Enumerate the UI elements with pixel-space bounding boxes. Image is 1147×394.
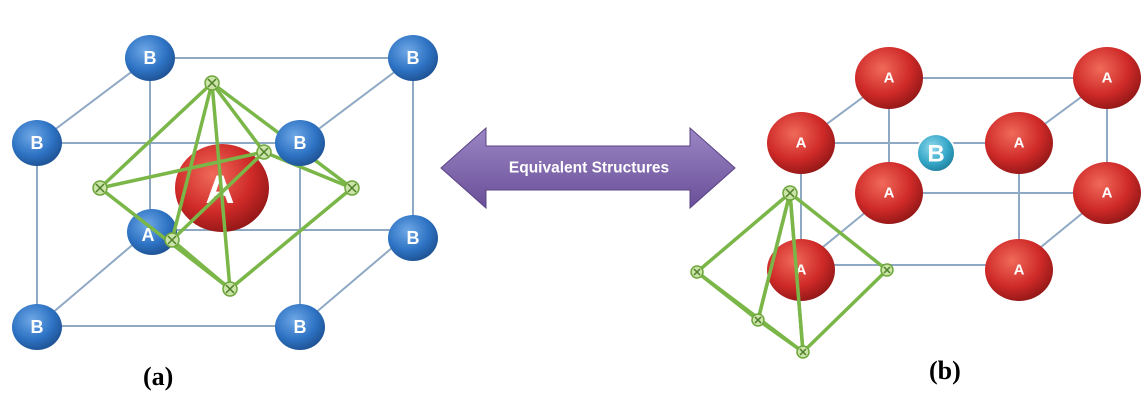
panel-a-caption: (a): [143, 362, 174, 391]
anion-site: [222, 281, 238, 297]
anion-site: [344, 180, 360, 196]
panel-b-caption: (b): [929, 356, 961, 385]
atom-a-front-bottom-right: A: [985, 239, 1053, 301]
anion-site: [690, 265, 704, 279]
atom-label: B: [927, 141, 944, 168]
anion-site: [751, 313, 765, 327]
octahedron-edge: [170, 238, 232, 291]
octahedron-edge: [228, 186, 354, 291]
atom-a-back-bottom-right: A: [1073, 162, 1141, 224]
octahedron-edge: [210, 81, 266, 154]
octahedron-edge: [98, 81, 214, 190]
panel-a-cubic-cell: B B B A A: [12, 35, 438, 350]
anion-site: [164, 232, 180, 248]
atom-label: B: [144, 48, 157, 68]
octahedron-edge: [210, 82, 232, 290]
panel-b-anion-sites: [690, 185, 894, 359]
octahedron-edge: [263, 150, 353, 190]
anion-site: [796, 345, 810, 359]
atom-label: A: [796, 262, 807, 279]
atom-b-front-bottom-right: B: [275, 304, 325, 350]
atom-a-front-bottom-left: A: [767, 239, 835, 301]
octahedron-edge: [801, 268, 889, 354]
atom-b-back-top-left: B: [125, 35, 175, 81]
octahedron-edge: [788, 191, 889, 272]
atom-label: B: [407, 228, 420, 248]
panel-b-octahedron-front: [695, 192, 805, 353]
octahedron-edge: [756, 318, 805, 354]
octahedron-edge: [170, 82, 214, 241]
atom-label: B: [31, 317, 44, 337]
octahedron-edge: [99, 150, 265, 190]
atom-a-front-top-right: A: [985, 112, 1053, 174]
panel-a-octahedron: [98, 81, 354, 291]
atom-b-center: B: [916, 133, 956, 173]
atom-b-back-bottom-right: B: [388, 215, 438, 261]
atom-label: A: [1014, 262, 1025, 279]
atom-label: B: [294, 317, 307, 337]
octahedron-edge: [788, 192, 805, 353]
octahedron-edge: [695, 270, 760, 322]
atom-label: A: [796, 135, 807, 152]
anion-site: [256, 144, 272, 160]
atom-a-front-top-left: A: [767, 112, 835, 174]
atom-a-back-top-right: A: [1073, 47, 1141, 109]
atom-label: A: [884, 70, 895, 87]
octahedron-edge: [170, 150, 266, 242]
atom-b-front-top-right: B: [275, 120, 325, 166]
atom-label: B: [407, 48, 420, 68]
anion-site: [92, 180, 108, 196]
atom-label: A: [884, 185, 895, 202]
octahedron-edge: [756, 192, 792, 321]
panel-a-anion-sites: [92, 75, 360, 297]
edge: [36, 229, 151, 327]
atom-label: A: [1102, 70, 1113, 87]
atom-label: A: [1014, 135, 1025, 152]
atom-a-back-top-left: A: [855, 47, 923, 109]
anion-site: [204, 75, 220, 91]
octahedron-edge: [695, 191, 792, 274]
atom-b-front-bottom-left: B: [12, 304, 62, 350]
atom-label: A: [1102, 185, 1113, 202]
panel-b-cubic-cell: A A A A B A A A: [690, 47, 1141, 359]
atom-b-back-top-right: B: [388, 35, 438, 81]
arrow-label: Equivalent Structures: [509, 160, 669, 177]
atom-label: B: [294, 133, 307, 153]
atom-a-back-bottom-left: A: [855, 162, 923, 224]
anion-site: [880, 263, 894, 277]
atom-label: B: [31, 133, 44, 153]
equivalence-double-arrow: Equivalent Structures: [440, 126, 736, 210]
atom-b-front-top-left: B: [12, 120, 62, 166]
anion-site: [782, 185, 798, 201]
